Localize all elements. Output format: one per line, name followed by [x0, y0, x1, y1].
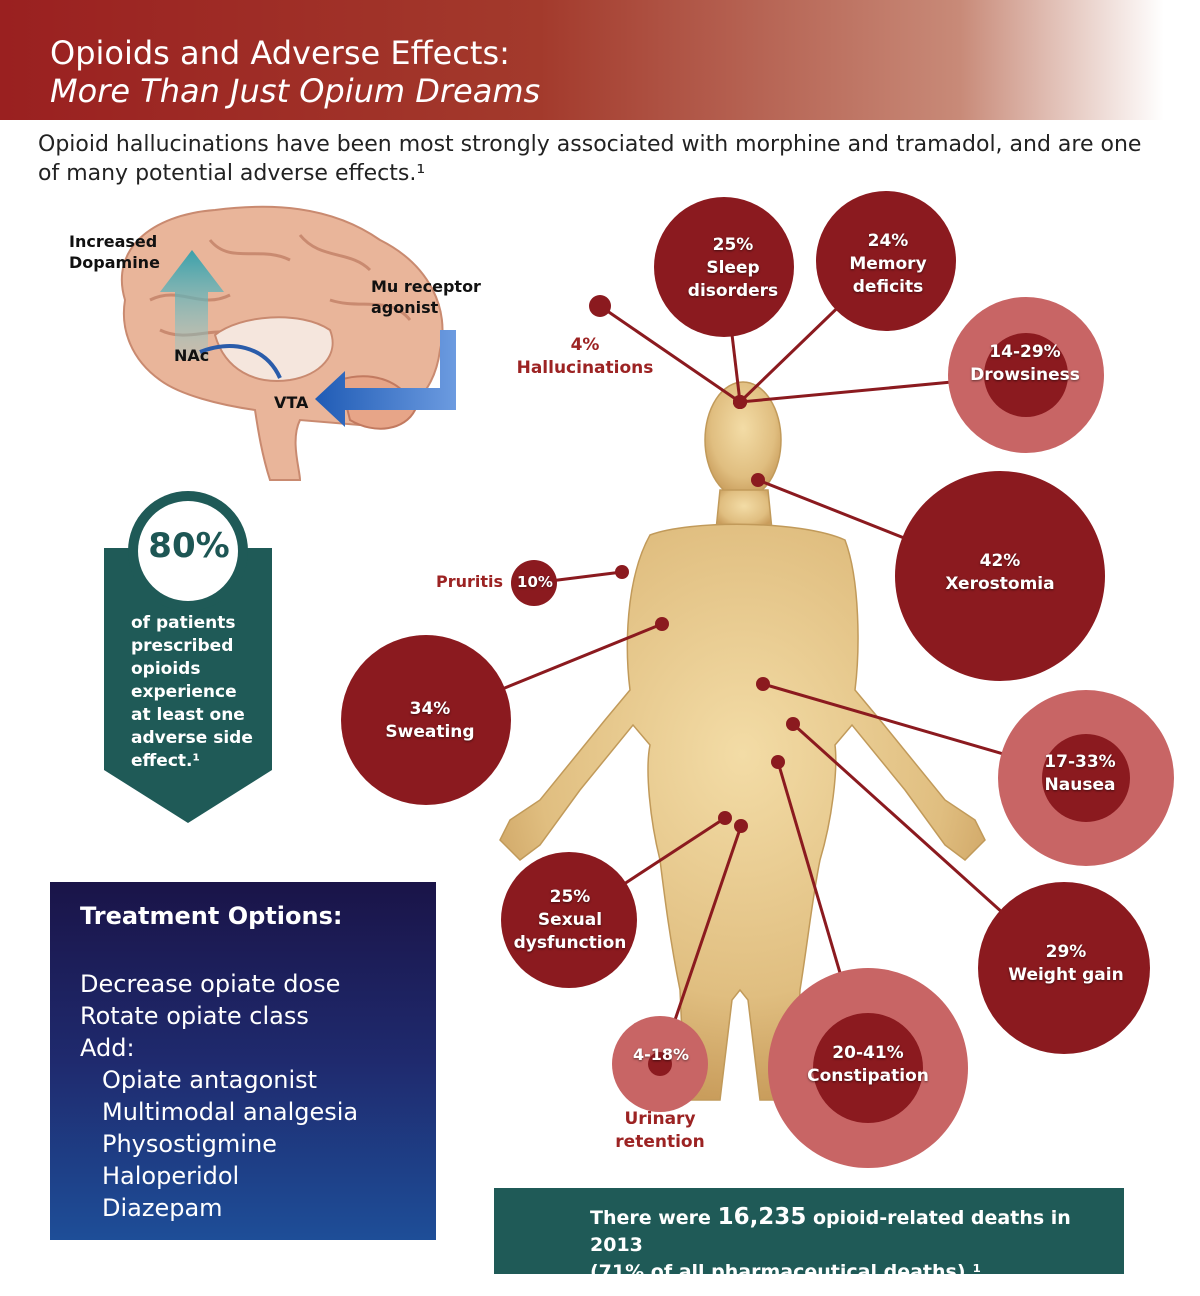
anchor-dot-sweating — [655, 617, 669, 631]
treatment-title: Treatment Options: — [80, 902, 343, 930]
title-line-2: More Than Just Opium Dreams — [50, 72, 541, 110]
anchor-dot-xerostomia — [751, 473, 765, 487]
treatment-item: Add: — [80, 1034, 135, 1062]
deaths-banner: There were 16,235 opioid-related deaths … — [494, 1188, 1124, 1283]
treatment-sub-item: Haloperidol — [102, 1162, 240, 1190]
stat-shield — [104, 491, 272, 823]
deaths-number: 16,235 — [717, 1204, 807, 1230]
vta-label: VTA — [274, 393, 309, 412]
treatment-options-box: Treatment Options: Decrease opiate dose … — [50, 882, 436, 1240]
anchor-dot-pruritis — [615, 565, 629, 579]
circle-nausea — [1042, 734, 1130, 822]
circle-sexual — [501, 852, 637, 988]
anchor-dot-sexual — [718, 811, 732, 825]
circle-xerostomia — [895, 471, 1105, 681]
circle-hallucinations — [589, 295, 611, 317]
effect-constipation: 20-41%Constipation — [807, 1043, 929, 1086]
circle-drowsiness — [984, 333, 1068, 417]
effect-drowsiness: 14-29%Drowsiness — [970, 342, 1080, 385]
connector-hallucinations — [599, 304, 741, 404]
stat-percent: 80% — [148, 526, 230, 566]
treatment-item: Decrease opiate dose — [80, 970, 341, 998]
effect-sweating: 34%Sweating — [385, 699, 475, 742]
anchor-dot-weight — [786, 717, 800, 731]
circle-sweating — [341, 635, 511, 805]
circle-sleep — [654, 197, 794, 337]
treatment-sub-item: Diazepam — [102, 1194, 223, 1222]
effect-weight: 29%Weight gain — [1008, 942, 1124, 985]
effect-pruritis-value: 10% — [517, 573, 553, 591]
circle-urinary — [648, 1052, 672, 1076]
anchor-dot-nausea — [756, 677, 770, 691]
title-line-1: Opioids and Adverse Effects: — [50, 34, 510, 72]
nac-label: NAc — [174, 346, 210, 365]
circle-memory — [816, 191, 956, 331]
circle-weight — [978, 882, 1150, 1054]
intro-text: Opioid hallucinations have been most str… — [38, 132, 1142, 186]
treatment-sub-item: Opiate antagonist — [102, 1066, 318, 1094]
header-banner: Opioids and Adverse Effects: More Than J… — [0, 0, 1200, 120]
anchor-dot-hallucinations — [733, 395, 747, 409]
circle-pruritis — [511, 560, 557, 606]
human-body-figure — [499, 381, 986, 1101]
treatment-sub-item: Multimodal analgesia — [102, 1098, 359, 1126]
effect-urinary-value: 4-18% — [632, 1045, 690, 1064]
effect-nausea: 17-33%Nausea — [1044, 752, 1116, 795]
deaths-text: There were 16,235 opioid-related deaths … — [590, 1204, 1071, 1283]
brain-illustration — [120, 205, 456, 481]
effect-xerostomia: 42%Xerostomia — [945, 551, 1055, 594]
anchor-dot-urinary — [734, 819, 748, 833]
stat-text: of patients prescribed opioids experienc… — [131, 613, 253, 771]
effect-hallucinations: 4%Hallucinations — [516, 335, 654, 378]
treatment-sub-item: Physostigmine — [102, 1130, 277, 1158]
treatment-item: Rotate opiate class — [80, 1002, 309, 1030]
circle-constipation — [813, 1013, 923, 1123]
effect-circles — [341, 191, 1174, 1168]
effect-pruritis-name: Pruritis — [436, 572, 504, 591]
anchor-dot-constipation — [771, 755, 785, 769]
